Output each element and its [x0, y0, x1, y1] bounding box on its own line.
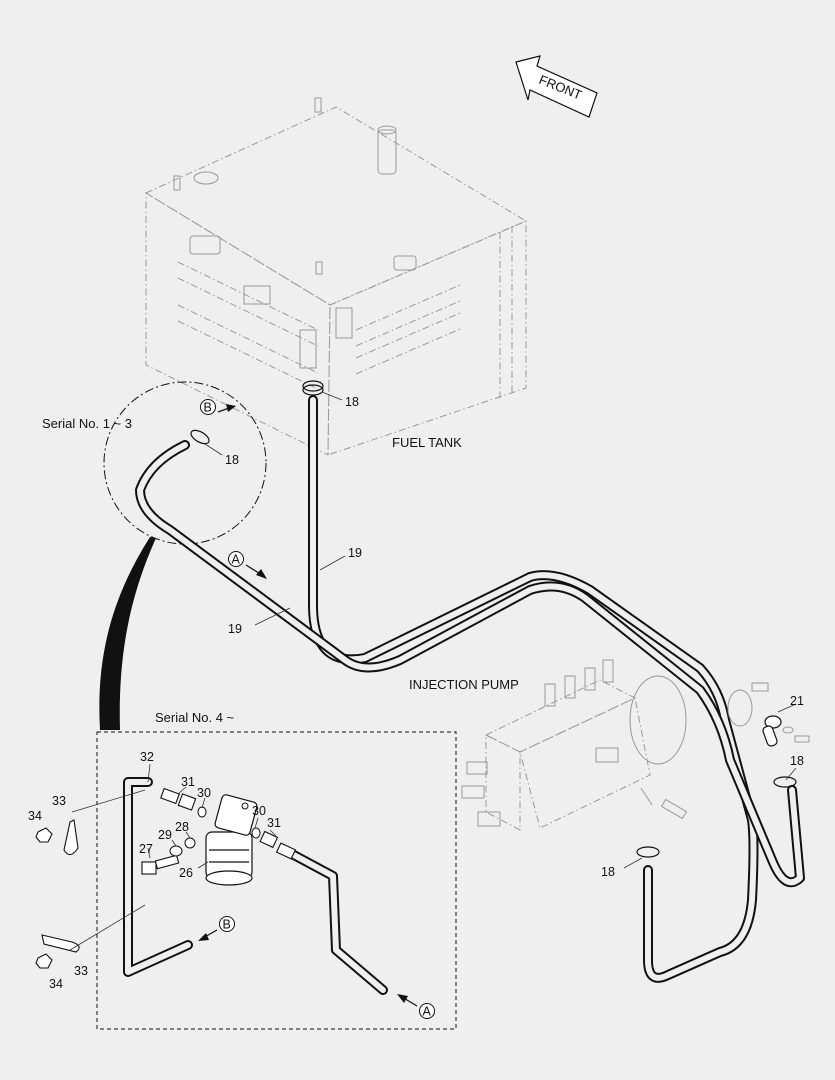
part-number-26: 26 — [179, 866, 193, 880]
nut — [35, 953, 53, 969]
part-number-33: 33 — [52, 794, 66, 808]
marker-b-label: B — [204, 401, 212, 415]
part-number-29: 29 — [158, 828, 172, 842]
filter-outlet-hose — [287, 849, 388, 995]
part-number-32: 32 — [140, 750, 154, 764]
filter-inlet-hose — [123, 777, 193, 977]
part-number-33: 33 — [74, 964, 88, 978]
fuel-tank-outline — [144, 97, 528, 456]
injection-pump-outline — [461, 659, 769, 831]
outlet-fitting — [251, 827, 297, 860]
part-number-30: 30 — [252, 804, 266, 818]
detail-callout-wedge — [99, 537, 156, 730]
part-number-27: 27 — [139, 842, 153, 856]
part-number-30: 30 — [197, 786, 211, 800]
hose-clip — [41, 934, 80, 953]
banjo-fitting — [762, 715, 810, 747]
fuel-tank-label: FUEL TANK — [392, 435, 462, 450]
part-number-31: 31 — [181, 775, 195, 789]
hose-clip — [63, 819, 79, 856]
part-number-28: 28 — [175, 820, 189, 834]
serial-4-label: Serial No. 4 ~ — [155, 710, 235, 725]
marker-b-label: B — [223, 918, 231, 932]
main-hose-19 — [308, 395, 759, 983]
part-number-18: 18 — [345, 395, 359, 409]
detail-circle-serial-1-3 — [103, 381, 267, 545]
part-number-18: 18 — [225, 453, 239, 467]
return-hose-19 — [135, 440, 805, 888]
flow-marker-b-top: B — [200, 399, 236, 415]
part-number-18: 18 — [601, 865, 615, 879]
air-bleed-bolt — [141, 837, 196, 875]
detail-box-serial-4 — [96, 731, 457, 1030]
flow-marker-a-bottom: A — [397, 994, 435, 1019]
part-numbers: 18 18 19 19 21 18 18 32 31 30 30 31 28 2… — [28, 395, 804, 991]
hose-clamp — [190, 429, 210, 445]
injection-pump-label: INJECTION PUMP — [409, 677, 519, 692]
hose-clamp — [302, 380, 324, 396]
part-number-18: 18 — [790, 754, 804, 768]
hose-clamp — [773, 776, 797, 788]
marker-a-label: A — [423, 1005, 432, 1019]
part-number-19: 19 — [348, 546, 362, 560]
hose-clamp — [636, 846, 660, 858]
fuel-filter — [205, 794, 258, 886]
marker-a-label: A — [232, 553, 241, 567]
serial-1-3-label: Serial No. 1 ~ 3 — [42, 416, 132, 431]
part-number-34: 34 — [28, 809, 42, 823]
part-number-34: 34 — [49, 977, 63, 991]
part-number-21: 21 — [790, 694, 804, 708]
nut — [35, 827, 53, 843]
leader-lines — [69, 391, 797, 951]
front-arrow: FRONT — [515, 55, 598, 118]
flow-marker-a-top: A — [228, 551, 267, 579]
inlet-fitting — [160, 787, 207, 818]
part-number-31: 31 — [267, 816, 281, 830]
part-number-19: 19 — [228, 622, 242, 636]
flow-marker-b-bottom: B — [198, 916, 235, 941]
